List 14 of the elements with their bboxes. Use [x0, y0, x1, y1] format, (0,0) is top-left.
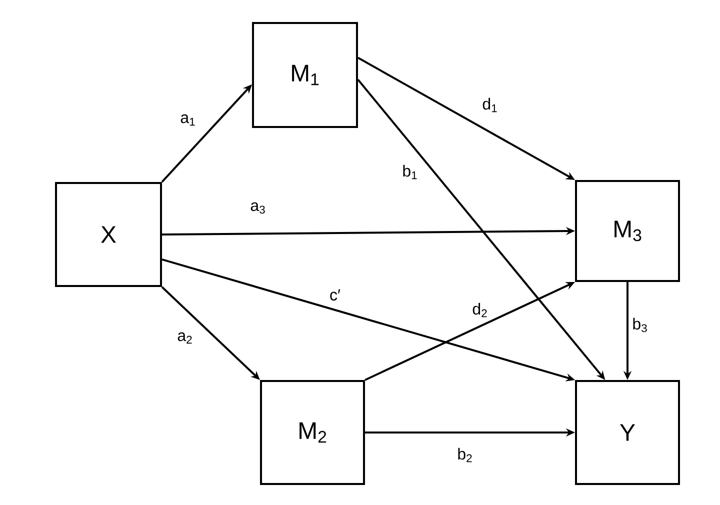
edge-label: d$_{1}$	[481, 96, 499, 114]
edge-label: d$_{2}$	[471, 302, 489, 318]
edge-label: a$_{1}$	[179, 113, 197, 127]
variable-box: M$_{2}$	[260, 380, 365, 485]
edge-label: b$_{1}$	[401, 164, 419, 180]
variable-box: M$_{3}$	[575, 180, 680, 282]
edge-label: a$_{2}$	[176, 331, 194, 345]
variable-box: M$_{1}$	[252, 22, 358, 128]
edge-label: b$_{3}$	[631, 316, 649, 334]
edge-label: b$_{2}$	[456, 446, 474, 464]
edge-label: a$_{3}$	[249, 201, 267, 215]
edge-label: c′	[328, 288, 342, 302]
variable-box: Y	[575, 380, 680, 485]
variable-box: X	[55, 182, 162, 287]
